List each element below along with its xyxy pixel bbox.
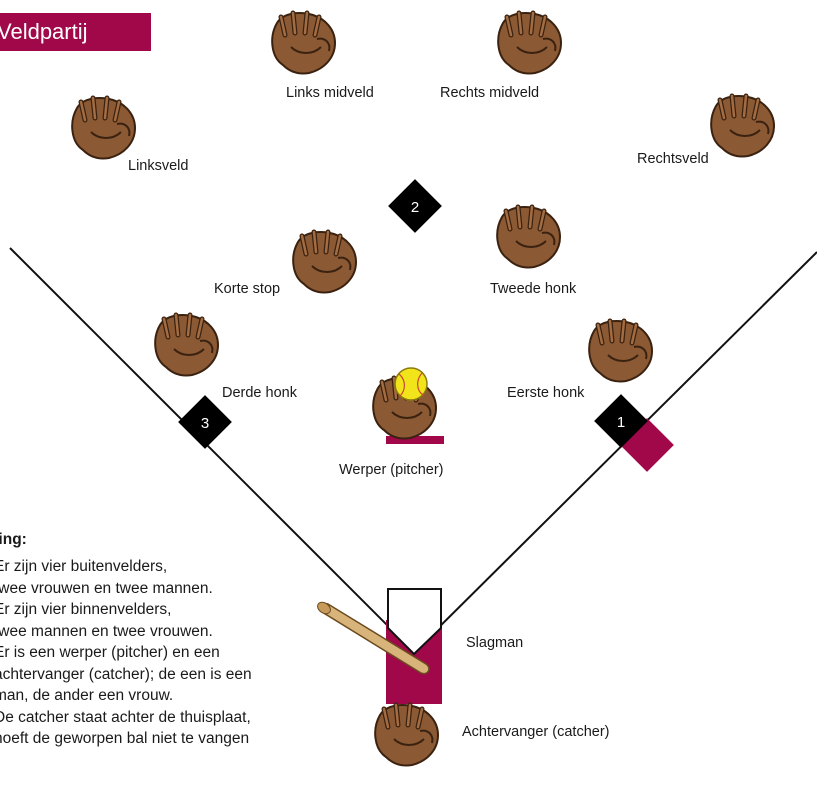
- second-base-number: 2: [411, 199, 419, 216]
- explanation-line: twee vrouwen en twee mannen.: [0, 578, 360, 600]
- explanation-line: man, de ander een vrouw.: [0, 685, 360, 707]
- label-left-field: Linksveld: [128, 157, 188, 175]
- glove-icon-right-center: [498, 13, 561, 74]
- explanation-line: twee mannen en twee vrouwen.: [0, 621, 360, 643]
- explanation-text: Er zijn vier buitenvelders, twee vrouwen…: [0, 556, 360, 750]
- page-title: Veldpartij: [0, 13, 151, 51]
- softball-icon: [395, 368, 427, 400]
- explanation-heading: rdeling:: [0, 530, 27, 550]
- glove-icon-second-base: [497, 207, 560, 268]
- label-second-base: Tweede honk: [490, 280, 576, 298]
- first-base-number: 1: [617, 414, 625, 431]
- glove-icon-left-center: [272, 13, 335, 74]
- glove-icon-third-base: [155, 315, 218, 376]
- label-right-field: Rechtsveld: [637, 150, 709, 168]
- glove-icon-right-field: [711, 96, 774, 157]
- explanation-panel: rdeling: Er zijn vier buitenvelders, twe…: [0, 530, 360, 790]
- explanation-line: Er zijn vier binnenvelders,: [0, 599, 360, 621]
- explanation-line: Er zijn vier buitenvelders,: [0, 556, 360, 578]
- glove-icon-shortstop: [293, 232, 356, 293]
- glove-icon-first-base: [589, 321, 652, 382]
- label-shortstop: Korte stop: [214, 280, 280, 298]
- explanation-line: hoeft de geworpen bal niet te vangen: [0, 728, 360, 750]
- explanation-line: Er is een werper (pitcher) en een: [0, 642, 360, 664]
- label-batter: Slagman: [466, 634, 523, 652]
- label-catcher: Achtervanger (catcher): [462, 723, 609, 741]
- foul-line-right: [414, 252, 817, 652]
- glove-icon-catcher: [375, 705, 438, 766]
- explanation-line: De catcher staat achter de thuisplaat,: [0, 707, 360, 729]
- label-left-center: Links midveld: [286, 84, 374, 102]
- label-first-base: Eerste honk: [507, 384, 584, 402]
- label-pitcher: Werper (pitcher): [339, 461, 443, 479]
- label-right-center: Rechts midveld: [440, 84, 539, 102]
- label-third-base: Derde honk: [222, 384, 297, 402]
- explanation-line: achtervanger (catcher); de een is een: [0, 664, 360, 686]
- glove-icon-left-field: [72, 98, 135, 159]
- third-base-number: 3: [201, 415, 209, 432]
